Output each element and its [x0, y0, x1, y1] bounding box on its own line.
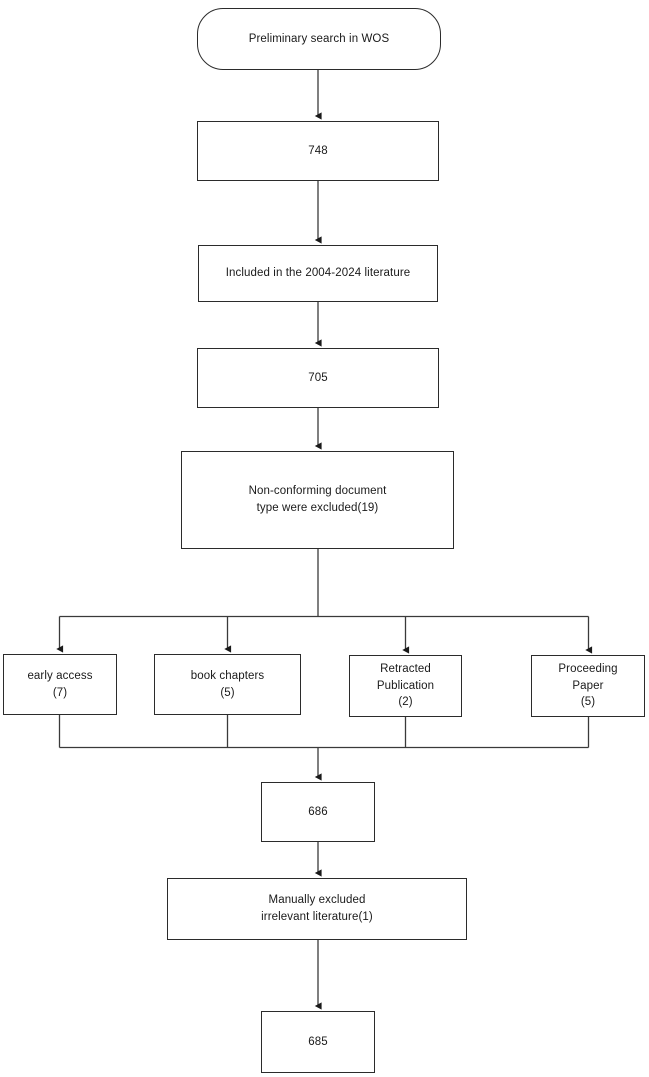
node-included-years[interactable]: Included in the 2004-2024 literature: [198, 245, 438, 302]
node-count-748[interactable]: 748: [197, 121, 439, 181]
node-label: Proceeding Paper (5): [558, 662, 618, 709]
node-retracted-publication[interactable]: Retracted Publication (2): [349, 655, 462, 717]
node-label: Manually excluded irrelevant literature(…: [261, 894, 373, 923]
node-label: 685: [308, 1035, 328, 1048]
node-label: Retracted Publication (2): [376, 662, 435, 709]
node-label: Preliminary search in WOS: [248, 32, 390, 45]
node-nonconforming-excluded[interactable]: Non-conforming document type were exclud…: [181, 451, 454, 549]
node-label: book chapters (5): [190, 669, 265, 699]
node-count-685[interactable]: 685: [261, 1011, 375, 1073]
node-label: 705: [308, 371, 328, 384]
node-label: Non-conforming document type were exclud…: [248, 485, 387, 514]
node-early-access[interactable]: early access (7): [3, 654, 117, 715]
node-proceeding-paper[interactable]: Proceeding Paper (5): [531, 655, 645, 717]
node-label: 686: [308, 805, 328, 818]
node-count-686[interactable]: 686: [261, 782, 375, 842]
node-count-705[interactable]: 705: [197, 348, 439, 408]
node-preliminary-search[interactable]: Preliminary search in WOS: [197, 8, 441, 70]
node-label: Included in the 2004-2024 literature: [225, 267, 411, 280]
node-book-chapters[interactable]: book chapters (5): [154, 654, 301, 715]
node-label: early access (7): [27, 669, 93, 699]
node-manually-excluded[interactable]: Manually excluded irrelevant literature(…: [167, 878, 467, 940]
node-label: 748: [308, 144, 328, 157]
